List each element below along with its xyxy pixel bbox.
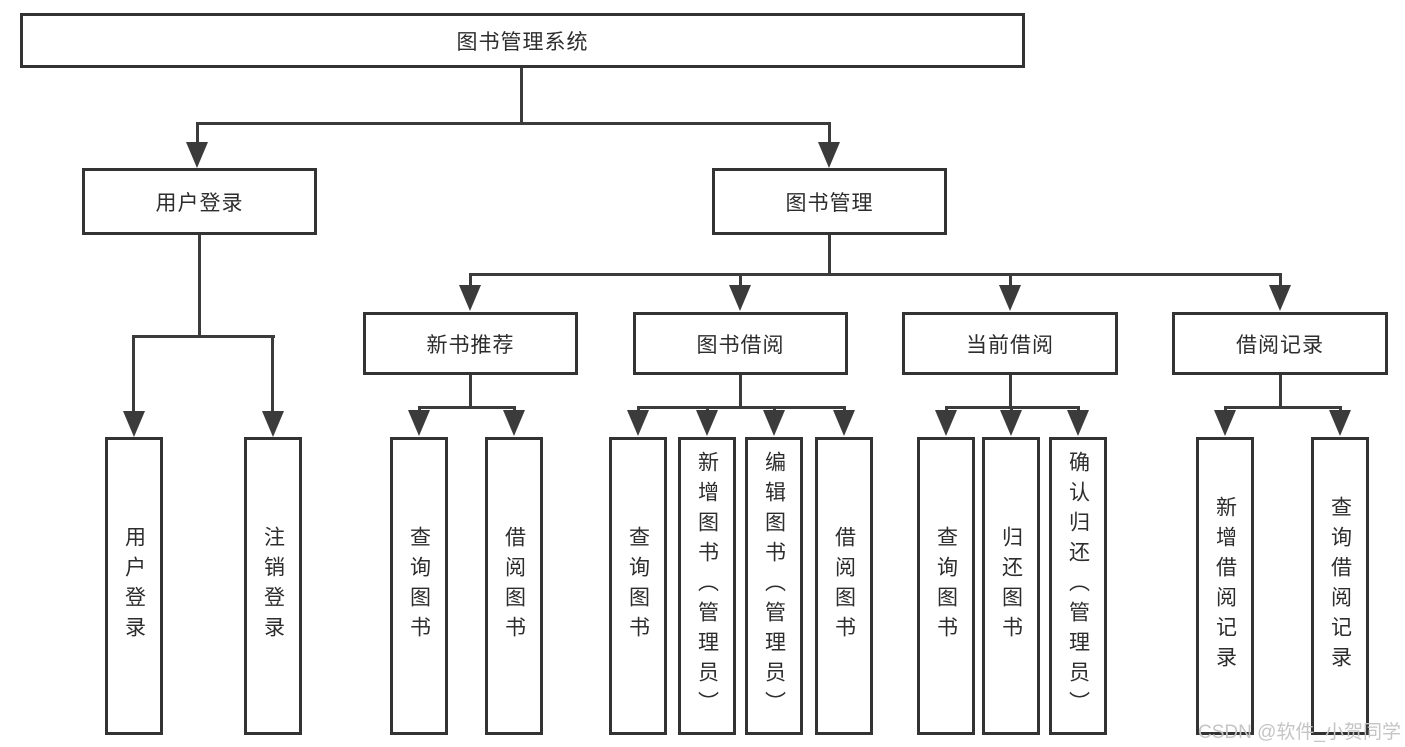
connector-leaf-logout-drop	[271, 335, 274, 415]
leaf-bb-borrow-books-label: 借阅图书	[832, 526, 856, 646]
connector-root-trunk	[520, 68, 523, 122]
connector-new-book-trunk	[469, 375, 472, 407]
leaf-cb-return-books: 归还图书	[982, 437, 1040, 735]
node-library-system-label: 图书管理系统	[456, 30, 589, 54]
leaf-nb-borrow-books-label: 借阅图书	[502, 526, 526, 646]
leaf-user-login-label: 用户登录	[122, 526, 146, 646]
node-book-management-label: 图书管理	[785, 191, 874, 215]
arrow-leaf-logout-icon	[262, 411, 284, 437]
connector-user-login-trunk	[198, 235, 201, 335]
connector-user-login-rail	[133, 335, 275, 338]
connector-borrow-records-drop	[1279, 273, 1282, 289]
arrow-bb-borrow-icon	[833, 410, 855, 436]
arrow-new-book-icon	[459, 285, 481, 311]
arrow-cb-confirm-icon	[1067, 410, 1089, 436]
arrow-cb-return-icon	[1000, 410, 1022, 436]
leaf-user-login: 用户登录	[105, 437, 163, 735]
leaf-rec-query-record-label: 查询借阅记录	[1328, 496, 1352, 676]
leaf-nb-query-books-label: 查询图书	[407, 526, 431, 646]
connector-level2-rail	[469, 273, 1281, 276]
connector-new-book-rail	[418, 406, 516, 409]
leaf-bb-add-books-admin-label: 新增图书（管理员）	[695, 451, 719, 721]
leaf-bb-query-books: 查询图书	[609, 437, 667, 735]
leaf-logout: 注销登录	[244, 437, 302, 735]
node-book-borrowing-label: 图书借阅	[696, 333, 785, 357]
node-user-login-label: 用户登录	[155, 191, 244, 215]
node-library-system: 图书管理系统	[20, 13, 1025, 68]
connector-records-rail	[1224, 406, 1341, 409]
leaf-rec-add-record-label: 新增借阅记录	[1213, 496, 1237, 676]
leaf-bb-query-books-label: 查询图书	[626, 526, 650, 646]
arrow-bb-query-icon	[627, 410, 649, 436]
arrow-user-login-icon	[186, 142, 208, 168]
node-new-book-recommend: 新书推荐	[363, 312, 578, 375]
leaf-bb-edit-books-admin: 编辑图书（管理员）	[745, 437, 803, 735]
arrow-leaf-login-icon	[123, 411, 145, 437]
node-book-management: 图书管理	[712, 168, 947, 235]
connector-current-borrow-drop	[1009, 273, 1012, 289]
connector-book-mgmt-trunk	[828, 235, 831, 273]
leaf-cb-confirm-return-admin: 确认归还（管理员）	[1049, 437, 1107, 735]
arrow-nb-query-icon	[408, 410, 430, 436]
arrow-book-borrow-icon	[729, 285, 751, 311]
node-new-book-recommend-label: 新书推荐	[426, 333, 515, 357]
arrow-bb-add-icon	[696, 410, 718, 436]
node-book-borrowing: 图书借阅	[633, 312, 848, 375]
arrow-nb-borrow-icon	[503, 410, 525, 436]
arrow-rec-query-icon	[1329, 410, 1351, 436]
arrow-rec-add-icon	[1214, 410, 1236, 436]
arrow-book-mgmt-icon	[818, 142, 840, 168]
leaf-logout-label: 注销登录	[261, 526, 285, 646]
arrow-borrow-records-icon	[1269, 285, 1291, 311]
arrow-cb-query-icon	[935, 410, 957, 436]
connector-book-borrow-rail	[637, 406, 846, 409]
csdn-watermark: CSDN @软件_小贺同学	[1198, 722, 1401, 743]
leaf-cb-query-books-label: 查询图书	[934, 526, 958, 646]
leaf-bb-add-books-admin: 新增图书（管理员）	[678, 437, 736, 735]
leaf-nb-borrow-books: 借阅图书	[485, 437, 543, 735]
connector-book-borrow-trunk	[739, 375, 742, 407]
leaf-cb-return-books-label: 归还图书	[999, 526, 1023, 646]
node-user-login: 用户登录	[82, 168, 317, 235]
connector-current-trunk	[1009, 375, 1012, 407]
arrow-current-borrow-icon	[999, 285, 1021, 311]
connector-records-trunk	[1279, 375, 1282, 407]
node-borrowing-records-label: 借阅记录	[1236, 333, 1324, 357]
leaf-cb-query-books: 查询图书	[917, 437, 975, 735]
connector-leaf-login-drop	[132, 335, 135, 415]
leaf-nb-query-books: 查询图书	[390, 437, 448, 735]
connector-level1-rail	[197, 122, 830, 125]
connector-book-borrow-drop	[739, 273, 742, 289]
connector-user-login-drop	[196, 122, 199, 146]
node-current-borrowing-label: 当前借阅	[966, 333, 1054, 357]
leaf-cb-confirm-return-admin-label: 确认归还（管理员）	[1066, 451, 1090, 721]
leaf-bb-edit-books-admin-label: 编辑图书（管理员）	[762, 451, 786, 721]
leaf-rec-add-record: 新增借阅记录	[1196, 437, 1254, 735]
connector-new-book-drop	[469, 273, 472, 289]
node-current-borrowing: 当前借阅	[902, 312, 1118, 375]
arrow-bb-edit-icon	[763, 410, 785, 436]
leaf-bb-borrow-books: 借阅图书	[815, 437, 873, 735]
connector-book-mgmt-drop	[828, 122, 831, 146]
leaf-rec-query-record: 查询借阅记录	[1311, 437, 1369, 735]
node-borrowing-records: 借阅记录	[1172, 312, 1388, 375]
